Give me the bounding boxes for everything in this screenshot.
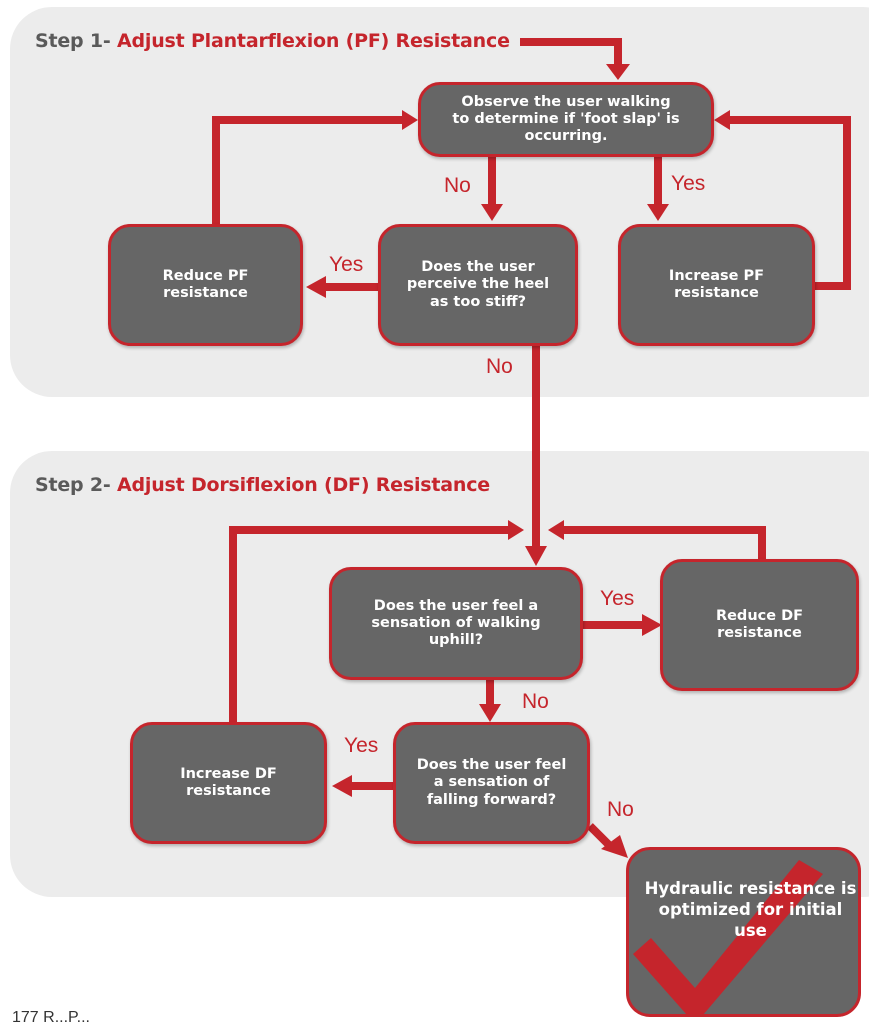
- connector-increase-df-loop: [229, 526, 512, 723]
- falling-forward-text: Does the user feel a sensation of fallin…: [416, 757, 567, 808]
- arrowhead: [548, 520, 564, 540]
- increase-df-text: Increase DF resistance: [180, 765, 277, 799]
- reduce-pf-box: Reduce PF resistance: [108, 224, 303, 346]
- arrowhead: [647, 204, 669, 221]
- arrowhead: [332, 775, 352, 797]
- reduce-df-text: Reduce DF resistance: [715, 607, 804, 641]
- label-yes-observe: Yes: [671, 172, 706, 195]
- arrowhead: [714, 110, 730, 130]
- label-yes-falling: Yes: [344, 734, 379, 757]
- label-no-heel: No: [486, 355, 513, 378]
- label-no-uphill: No: [522, 690, 549, 713]
- increase-pf-text: Increase PF resistance: [668, 267, 765, 301]
- step2-number: Step 2-: [35, 474, 111, 496]
- walking-uphill-text: Does the user feel a sensation of walkin…: [371, 597, 541, 649]
- falling-forward-decision: Does the user feel a sensation of fallin…: [393, 722, 590, 844]
- connector-reduce-df-loop: [560, 526, 766, 560]
- label-no-falling: No: [607, 798, 634, 821]
- step1-number: Step 1-: [35, 30, 111, 52]
- connector-title-to-observe: [520, 38, 622, 68]
- reduce-df-box: Reduce DF resistance: [660, 559, 859, 691]
- label-yes-heel: Yes: [329, 253, 364, 276]
- label-yes-uphill: Yes: [600, 587, 635, 610]
- connector-falling-no: [587, 823, 613, 849]
- heel-stiff-text: Does the user perceive the heel as too s…: [406, 259, 550, 310]
- arrowhead: [479, 704, 501, 722]
- arrowhead: [306, 276, 326, 298]
- arrowhead: [481, 204, 503, 221]
- step1-name: Adjust Plantarflexion (PF) Resistance: [117, 30, 510, 52]
- walking-uphill-decision: Does the user feel a sensation of walkin…: [329, 567, 583, 680]
- increase-df-box: Increase DF resistance: [130, 722, 327, 844]
- observe-walking-text: Observe the user walking to determine if…: [452, 93, 680, 145]
- label-no-observe: No: [444, 174, 471, 197]
- reduce-pf-text: Reduce PF resistance: [162, 267, 249, 301]
- step2-title: Step 2- Adjust Dorsiflexion (DF) Resista…: [35, 474, 490, 496]
- step2-name: Adjust Dorsiflexion (DF) Resistance: [117, 474, 490, 496]
- connector-increase-pf-loop: [724, 116, 851, 290]
- heel-stiff-decision: Does the user perceive the heel as too s…: [378, 224, 578, 346]
- checkmark-icon: [633, 860, 823, 1014]
- footer-text: 177 R...P...: [12, 1009, 90, 1026]
- arrowhead: [606, 64, 630, 80]
- arrowhead: [508, 520, 524, 540]
- optimized-outcome-text: Hydraulic resistance is optimized for in…: [644, 879, 857, 941]
- optimized-outcome-box: Hydraulic resistance is optimized for in…: [626, 847, 861, 1017]
- arrowhead: [601, 835, 628, 858]
- arrowhead: [402, 110, 418, 130]
- arrowhead: [642, 614, 662, 636]
- increase-pf-box: Increase PF resistance: [618, 224, 815, 346]
- observe-walking-box: Observe the user walking to determine if…: [418, 82, 714, 157]
- arrowheads: [306, 64, 730, 858]
- arrowhead: [525, 546, 547, 566]
- step1-title: Step 1- Adjust Plantarflexion (PF) Resis…: [35, 30, 510, 52]
- connector-reduce-pf-loop: [212, 116, 408, 226]
